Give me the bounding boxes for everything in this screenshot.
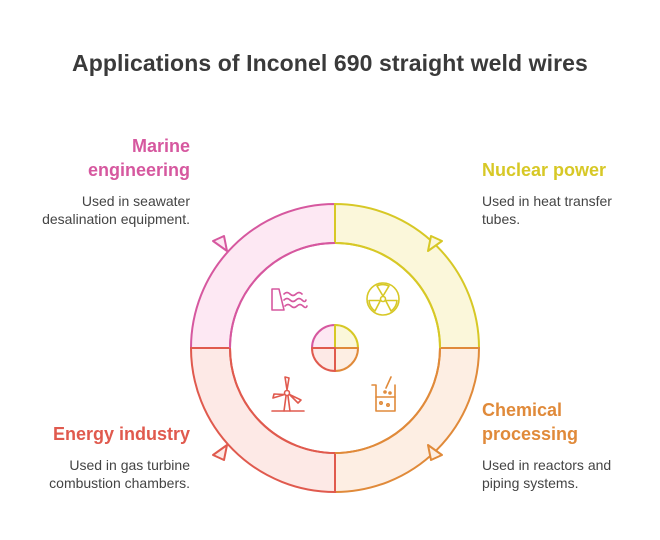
nuclear-description: Used in heat transfer tubes. [482,192,612,228]
marine-desc-line1: Used in seawater [81,193,190,209]
page-title: Applications of Inconel 690 straight wel… [72,50,588,76]
quadrant-nuclear [334,202,481,349]
energy-desc-line1: Used in gas turbine [69,457,190,473]
nuclear-desc-line2: tubes. [482,211,521,227]
wind-turbine-icon [271,376,305,412]
nuclear-heading: Nuclear power [482,158,606,182]
energy-desc-line2: combustion chambers. [49,475,190,491]
radiation-icon [366,282,400,316]
dam-water-icon [271,288,308,311]
chemical-description: Used in reactors and piping systems. [482,456,611,492]
marine-heading: Marine engineering [88,134,190,182]
energy-heading-line1: Energy industry [52,424,190,444]
energy-heading: Energy industry [53,422,190,446]
marine-desc-line2: desalination equipment. [42,211,190,227]
marine-description: Used in seawater desalination equipment. [42,192,190,228]
chemical-heading-line1: Chemical [482,400,563,420]
nuclear-heading-line1: Nuclear power [482,160,607,180]
chemical-heading-line2: processing [482,424,579,444]
chemical-heading: Chemical processing [482,398,578,446]
beaker-icon [371,376,396,412]
quadrant-chemical [334,347,481,494]
chemical-desc-line2: piping systems. [482,475,579,491]
marine-heading-line1: Marine [131,136,190,156]
center-hub [311,324,359,372]
nuclear-desc-line1: Used in heat transfer [482,193,612,209]
chemical-desc-line1: Used in reactors and [482,457,612,473]
marine-heading-line2: engineering [87,160,190,180]
quadrant-energy [189,347,336,494]
quadrant-marine [189,202,336,349]
energy-description: Used in gas turbine combustion chambers. [49,456,190,492]
